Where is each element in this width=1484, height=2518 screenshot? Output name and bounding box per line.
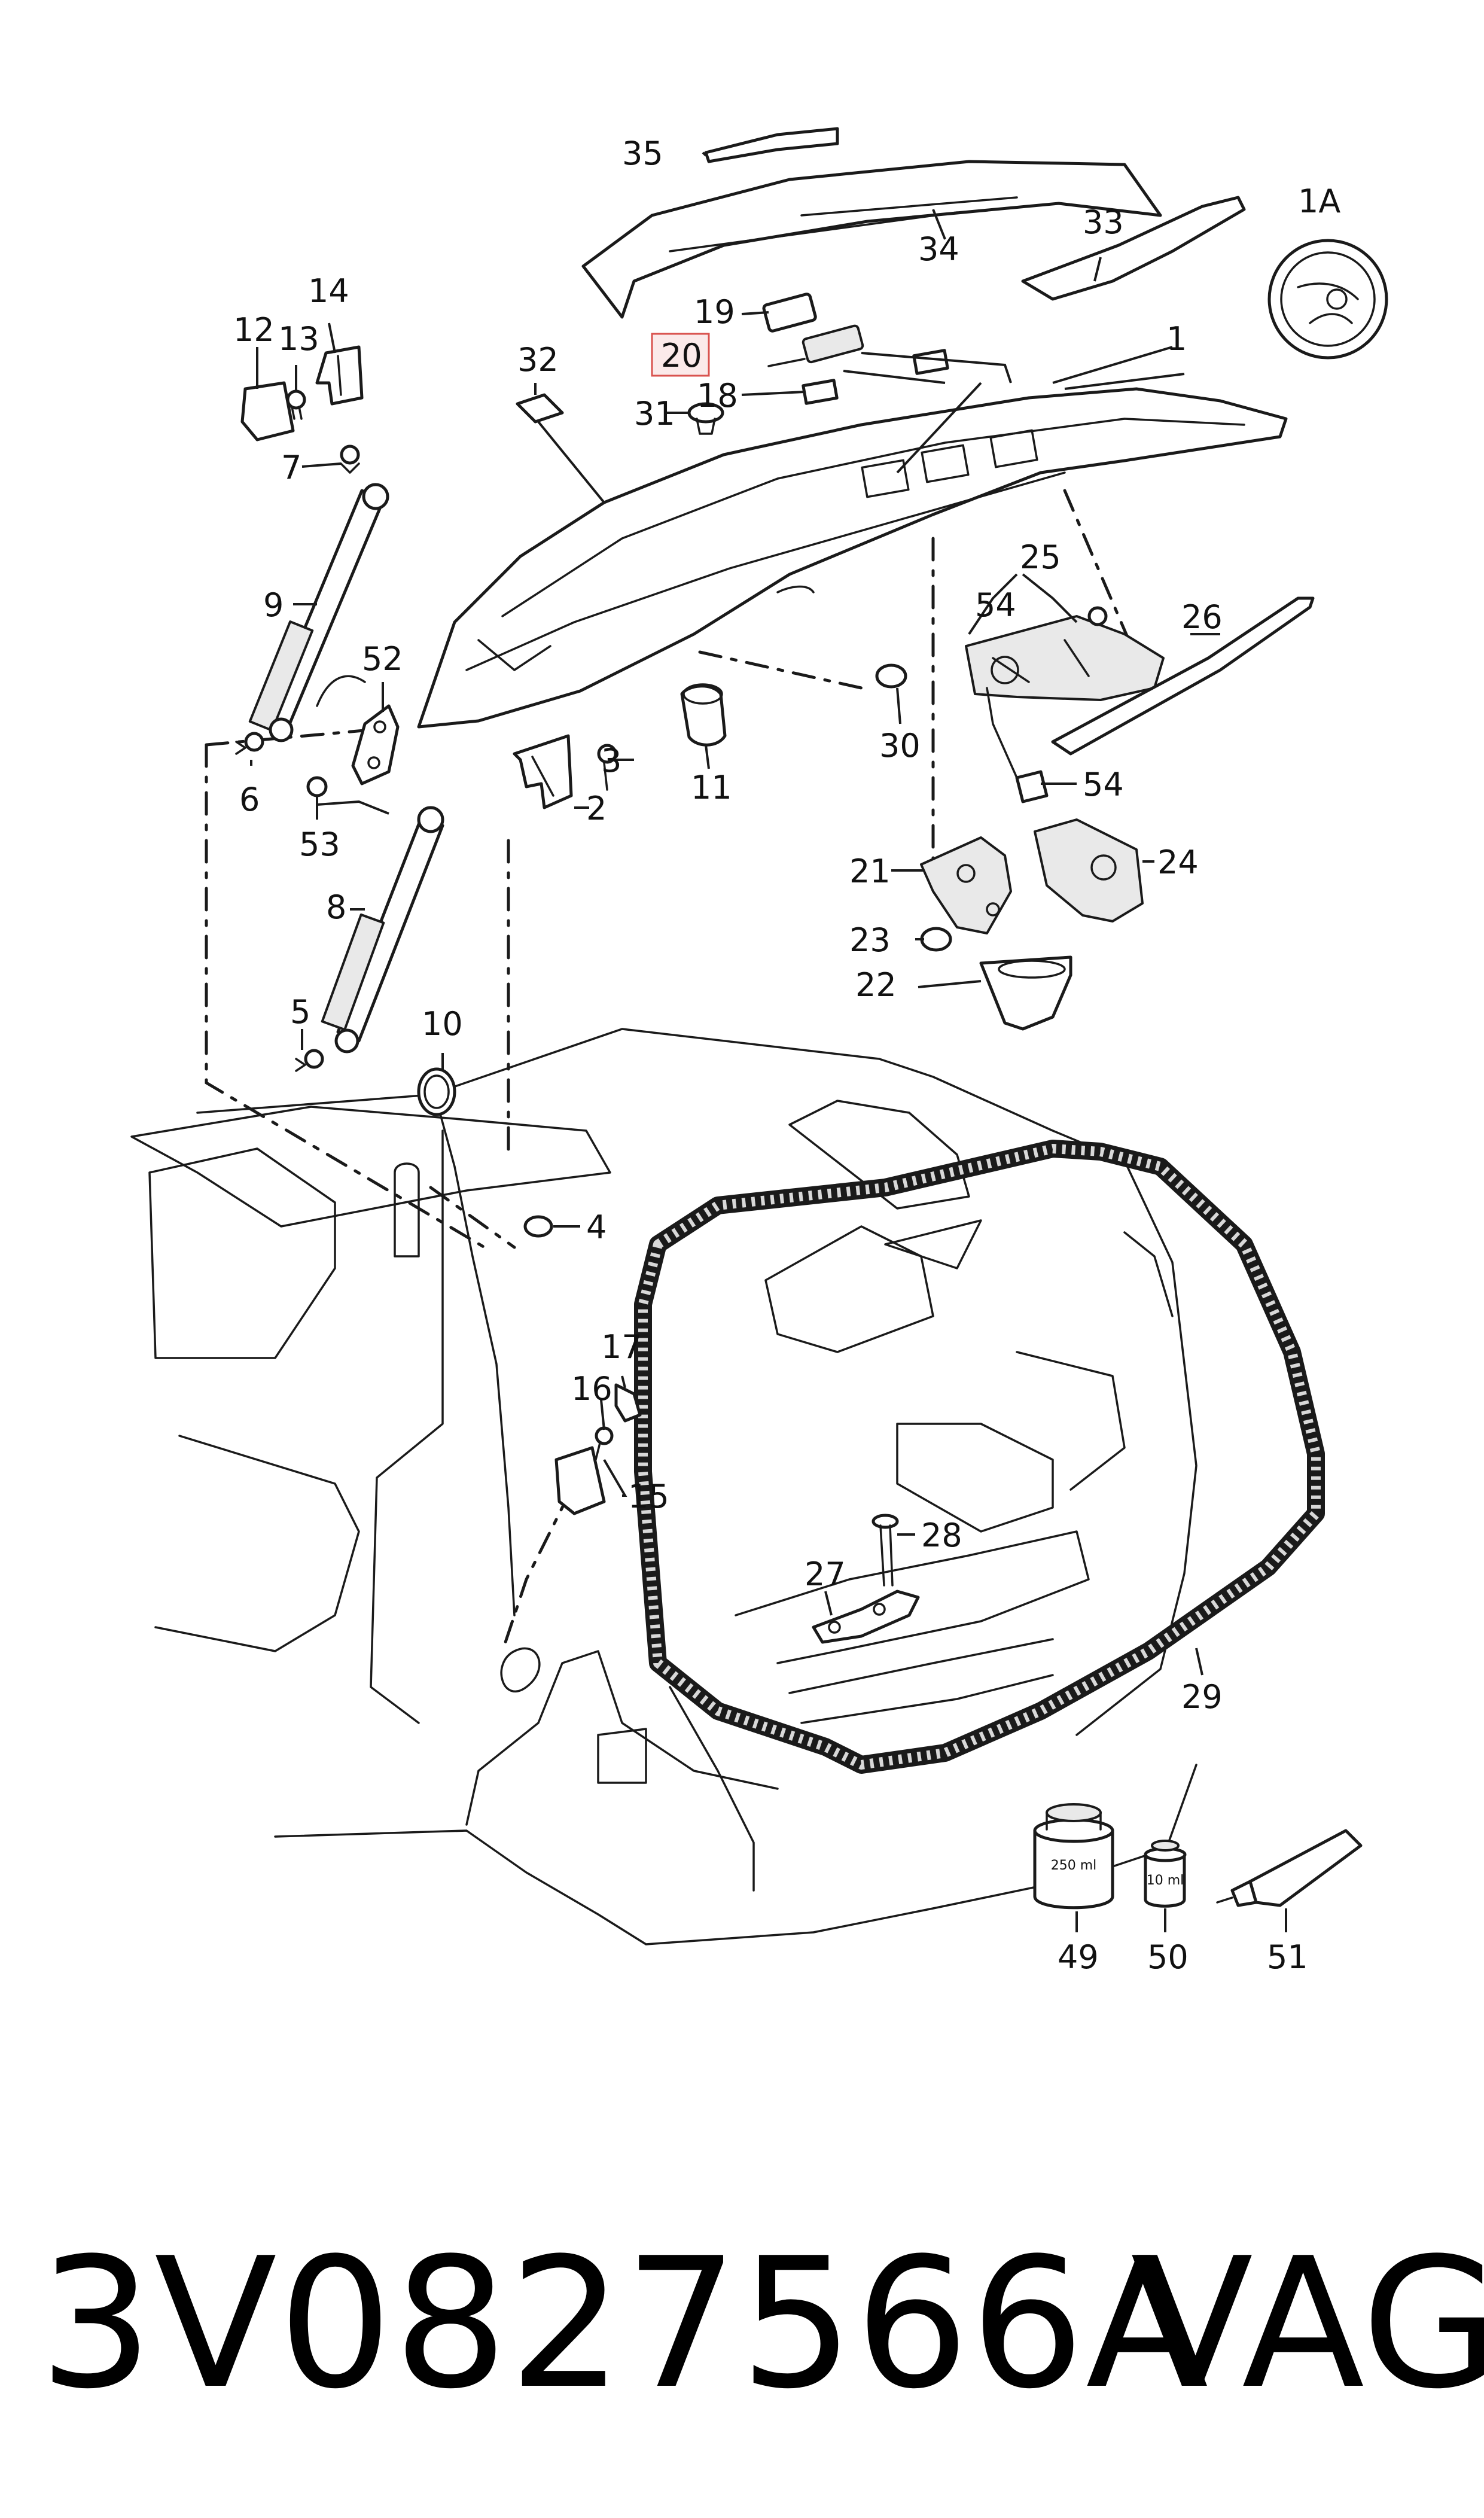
callout-3: 3	[601, 742, 621, 780]
ball-stud-6	[235, 732, 264, 755]
callout-12: 12	[233, 311, 275, 349]
callout-49: 49	[1058, 1938, 1099, 1976]
sensor-54	[986, 687, 1049, 803]
spoiler-34	[581, 160, 1162, 319]
callout-5: 5	[290, 993, 310, 1031]
screw-53	[306, 776, 328, 797]
callout-29: 29	[1181, 1678, 1223, 1716]
leader-lines	[250, 151, 1287, 1932]
hinge-2	[513, 734, 573, 809]
callout-24: 24	[1157, 844, 1199, 881]
trim-strip-33	[1021, 196, 1246, 301]
callout-4: 4	[586, 1208, 607, 1246]
callout-14: 14	[308, 272, 349, 310]
ball-stud-7	[340, 444, 360, 474]
container-10ml-50: 10 ml	[1144, 1840, 1187, 1908]
nut-4	[523, 1215, 553, 1238]
third-brake-light-35	[704, 127, 839, 163]
callout-7: 7	[281, 449, 301, 486]
screw-3	[597, 744, 617, 791]
gas-strut-9	[248, 483, 389, 742]
callout-31: 31	[634, 395, 675, 433]
screw-16	[595, 1426, 614, 1461]
wiper-arm-26	[1051, 596, 1315, 756]
door-seal-29	[634, 1140, 1325, 1774]
callout-1: 1	[1166, 320, 1187, 358]
callout-27: 27	[805, 1555, 846, 1593]
callout-34: 34	[918, 230, 959, 268]
grommet-10	[417, 1067, 456, 1116]
callout-1A: 1A	[1298, 182, 1340, 220]
bolt-28	[871, 1514, 899, 1587]
hinge-cap-12	[240, 381, 295, 442]
container-small-label: 10 ml	[1147, 1873, 1184, 1888]
callout-54-top: 54	[975, 586, 1016, 624]
brand-name: VAG	[1130, 2219, 1484, 2428]
parts-diagram: 250 ml 10 ml	[130, 127, 1388, 1976]
clip-31	[687, 402, 724, 435]
ball-stud-5	[295, 1049, 324, 1072]
actuator-24	[1034, 818, 1144, 922]
part-number: 3V0827566A	[39, 2219, 1210, 2428]
car-body	[130, 1028, 1197, 1945]
callout-13: 13	[278, 320, 319, 358]
callout-19: 19	[694, 293, 735, 331]
callout-2: 2	[586, 790, 607, 827]
callout-6: 6	[239, 781, 260, 818]
callout-8: 8	[326, 888, 346, 926]
buffer-11	[680, 683, 727, 747]
callout-26: 26	[1181, 598, 1223, 636]
lock-21	[920, 836, 1012, 934]
callout-25: 25	[1020, 538, 1061, 576]
callout-16: 16	[571, 1370, 613, 1408]
skoda-emblem-1A	[1267, 239, 1388, 360]
callout-33: 33	[1083, 203, 1124, 241]
pad-32	[516, 393, 564, 424]
hinge-14	[315, 345, 364, 406]
callout-50: 50	[1147, 1938, 1189, 1976]
callout-32: 32	[517, 341, 559, 379]
callout-20: 20	[661, 337, 702, 374]
nut-23	[920, 927, 952, 952]
clip-30	[875, 663, 907, 689]
tube-51	[1216, 1829, 1363, 1907]
callout-23: 23	[849, 921, 891, 959]
badge-19	[762, 293, 817, 333]
pad-unlabeled	[912, 349, 949, 375]
callout-35: 35	[622, 135, 663, 172]
callout-22: 22	[855, 966, 897, 1004]
bracket-52	[351, 704, 400, 785]
callout-9: 9	[263, 586, 284, 624]
highlight-box-20	[651, 333, 710, 377]
badge-20	[767, 324, 864, 367]
callout-11: 11	[691, 769, 732, 806]
clip-17	[614, 1383, 642, 1423]
callout-17: 17	[601, 1328, 642, 1366]
gas-strut-8	[321, 806, 444, 1054]
callout-10: 10	[422, 1005, 463, 1043]
pad-18	[802, 379, 839, 405]
callout-52: 52	[362, 640, 403, 678]
container-250ml-49: 250 ml	[1033, 1803, 1114, 1910]
bracket-15	[554, 1446, 606, 1515]
handle-22	[979, 955, 1072, 1031]
bracket-27	[812, 1590, 920, 1644]
callout-51: 51	[1267, 1938, 1308, 1976]
callout-28: 28	[921, 1517, 962, 1554]
callout-54-bottom: 54	[1083, 766, 1124, 803]
callout-labels: 1 1A 2 3 4 5 6 7 8 9 10 11 12 13 14 15 1…	[233, 135, 1340, 1976]
callout-21: 21	[849, 852, 891, 890]
callout-15: 15	[628, 1478, 669, 1515]
container-large-label: 250 ml	[1051, 1858, 1097, 1873]
callout-18: 18	[697, 377, 738, 415]
callout-53: 53	[299, 826, 340, 863]
callout-30: 30	[879, 727, 921, 765]
